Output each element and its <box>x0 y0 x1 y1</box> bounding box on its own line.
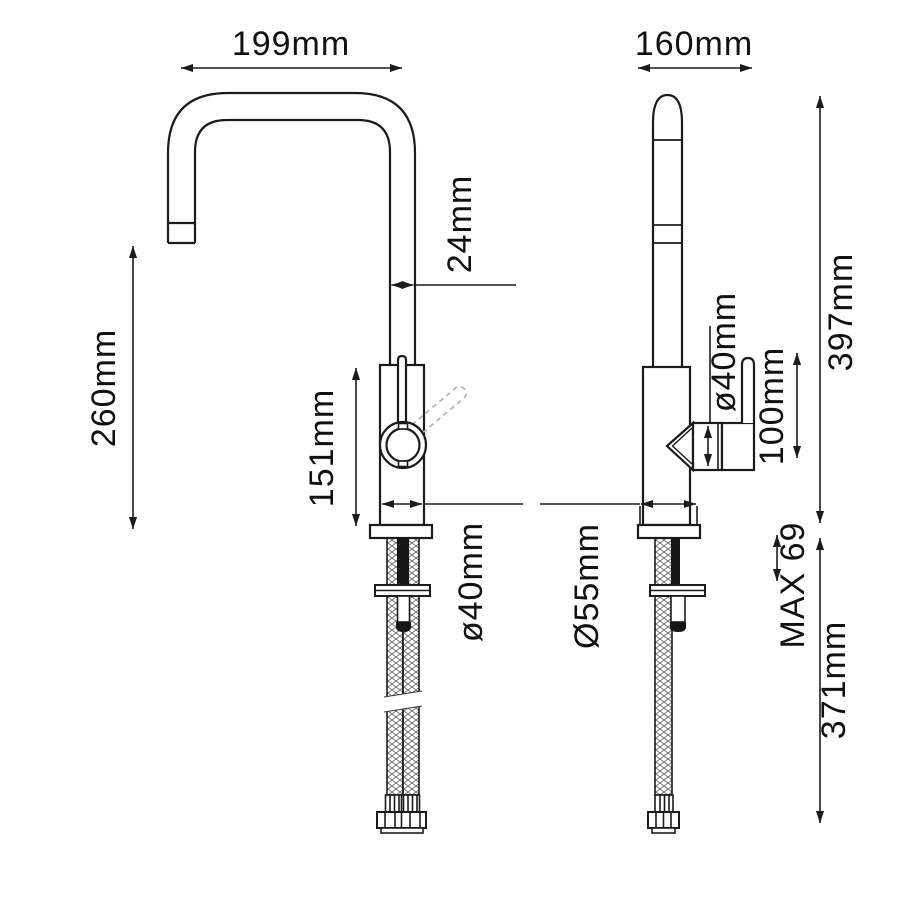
spout-u-tube <box>166 91 417 365</box>
dim-handle-diameter: ø40mm <box>705 291 743 413</box>
dim-spout-height: 260mm <box>85 328 123 448</box>
dim-total-height: 397mm <box>822 252 860 372</box>
side-view <box>540 63 825 834</box>
dim-below-worktop: 371mm <box>815 620 853 740</box>
dim-body-diameter: ø40mm <box>452 521 490 643</box>
dim-base-diameter: Ø55mm <box>568 523 606 649</box>
dim-max-worktop: MAX 69 <box>774 521 812 649</box>
base-plate-front <box>368 523 434 540</box>
faucet-body-side <box>641 356 756 527</box>
lever-dashed-position <box>408 385 468 438</box>
undersink-side <box>647 537 706 834</box>
dim-depth: 160mm <box>634 25 754 63</box>
spout-column-side <box>651 93 684 367</box>
dim-body-height: 151mm <box>303 388 341 508</box>
front-view <box>128 63 523 834</box>
faucet-body-front <box>378 354 468 527</box>
break-symbol <box>383 690 423 713</box>
dim-spout-reach: 199mm <box>231 25 351 63</box>
base-plate-side <box>636 523 702 540</box>
dim-handle-length: 100mm <box>753 346 791 466</box>
dimension-lines-front <box>128 63 523 530</box>
undersink-front <box>374 537 431 834</box>
dim-spout-tube-width: 24mm <box>441 174 479 274</box>
dimension-lines-side <box>540 63 825 824</box>
